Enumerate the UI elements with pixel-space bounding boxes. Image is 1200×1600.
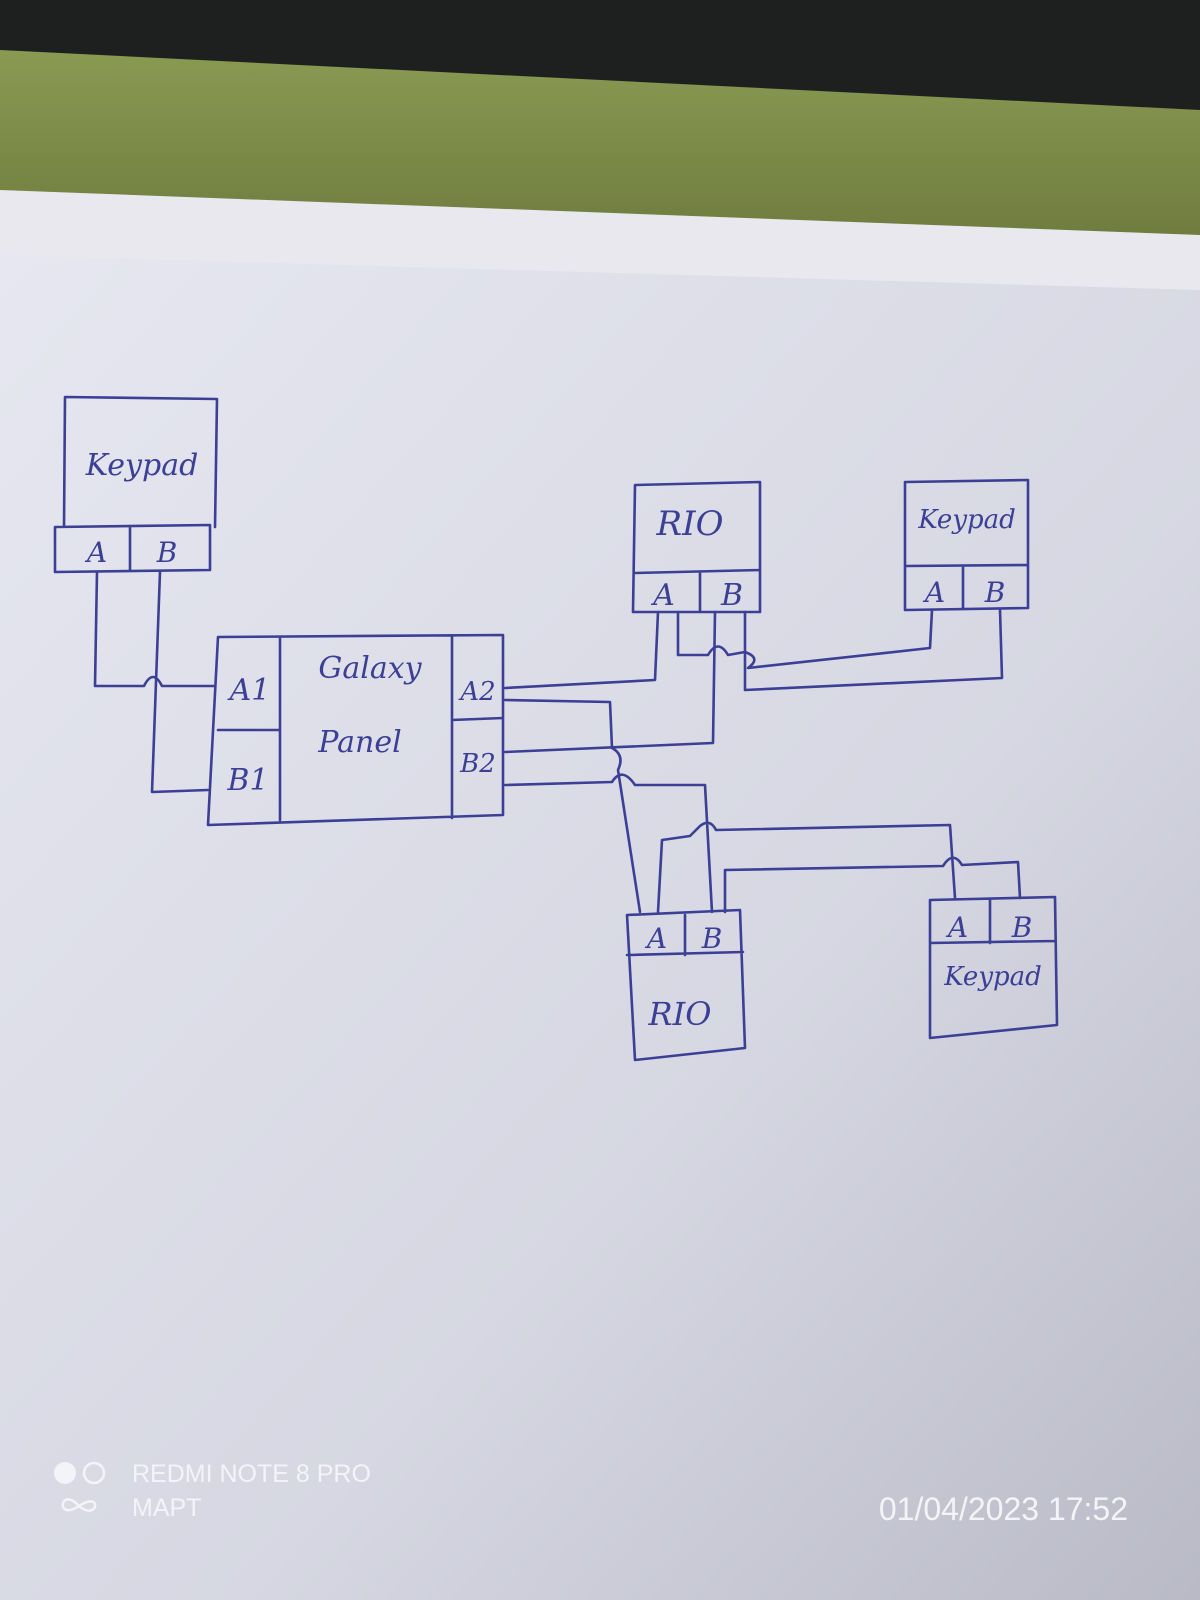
keypad-label: Keypad xyxy=(943,962,1042,992)
rio-bottom: RIO A B xyxy=(625,908,747,1062)
watermark-ring-icon xyxy=(82,1461,106,1485)
wiring xyxy=(93,570,1022,914)
galaxy-panel: Galaxy Panel A1 B1 A2 B2 xyxy=(206,633,505,827)
watermark-dot-icon xyxy=(54,1462,76,1484)
port-b-label: B xyxy=(1011,911,1033,944)
port-b2-label: B2 xyxy=(459,749,496,779)
rio-top: RIO A B xyxy=(631,480,762,614)
watermark-infinity-icon xyxy=(61,1498,97,1512)
watermark-device: REDMI NOTE 8 PRO xyxy=(132,1460,371,1488)
wire-keypad-left-b-to-b1 xyxy=(150,570,210,794)
watermark-subtitle: MAPT xyxy=(132,1494,201,1522)
port-a-label: A xyxy=(644,922,667,955)
green-board xyxy=(0,50,1200,250)
panel-label-line2: Panel xyxy=(317,725,401,760)
port-a-label: A xyxy=(650,578,675,613)
wire-rio-bottom-b-to-keypad-b xyxy=(723,856,1022,914)
rio-label: RIO xyxy=(648,995,712,1033)
camera-watermark: REDMI NOTE 8 PRO MAPT 01/04/2023 17:52 xyxy=(54,1460,1128,1527)
wire-a2-to-rio-top-a xyxy=(503,610,660,690)
port-a-label: A xyxy=(945,911,968,944)
keypad-left: Keypad A B xyxy=(53,395,219,574)
wire-rio-top-b-to-keypad-b xyxy=(743,608,1004,692)
port-a2-label: A2 xyxy=(458,677,495,707)
paper xyxy=(0,255,1200,1600)
panel-label-line1: Galaxy xyxy=(318,651,422,686)
port-b-label: B xyxy=(156,536,178,569)
port-a1-label: A1 xyxy=(227,673,271,708)
port-a-label: A xyxy=(922,576,945,609)
port-a-label: A xyxy=(84,536,107,569)
rio-label: RIO xyxy=(656,504,724,544)
keypad-bottom-right: Keypad A B xyxy=(928,895,1059,1040)
port-b-label: B xyxy=(701,922,723,955)
watermark-timestamp: 01/04/2023 17:52 xyxy=(879,1491,1128,1527)
port-b-label: B xyxy=(984,576,1006,609)
wire-keypad-left-a-to-a1 xyxy=(93,570,217,688)
keypad-label: Keypad xyxy=(917,505,1016,535)
port-b-label: B xyxy=(720,578,743,613)
wire-rio-bottom-a-to-keypad-a xyxy=(656,821,957,914)
keypad-label: Keypad xyxy=(85,448,199,483)
port-b1-label: B1 xyxy=(226,763,268,798)
wire-rio-top-a-to-keypad-a xyxy=(676,608,934,670)
wire-b2-to-rio-bottom-b xyxy=(503,773,714,914)
wire-b2-to-rio-top-b xyxy=(503,610,717,754)
keypad-top-right: Keypad A B xyxy=(903,478,1030,612)
